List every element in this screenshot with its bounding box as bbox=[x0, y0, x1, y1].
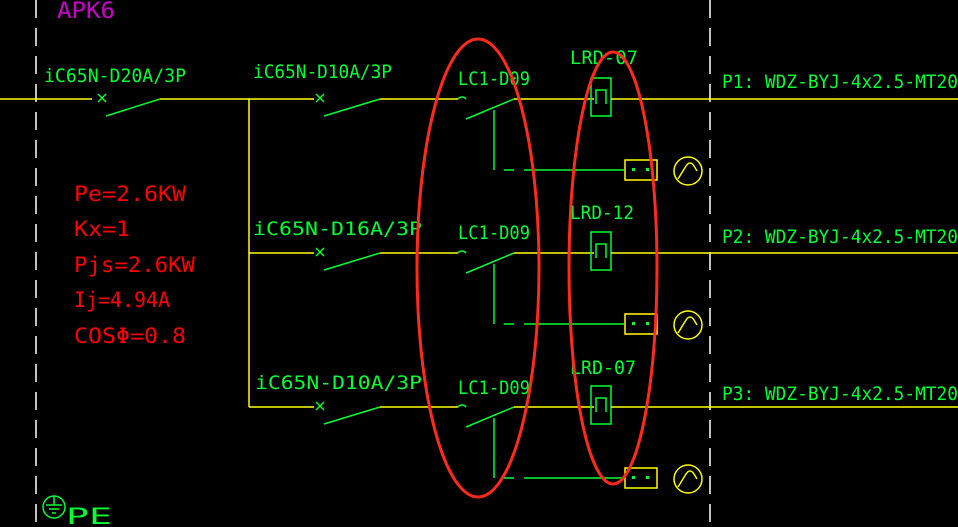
circuit-breaker-label: iC65N-D10A/3P bbox=[253, 61, 392, 83]
control-branch-line bbox=[493, 110, 625, 171]
overload-relay-heater bbox=[595, 243, 607, 258]
contactor-label: LC1-D09 bbox=[458, 222, 530, 244]
summary-pe: Pe=2.6KW bbox=[74, 182, 186, 206]
overload-relay-aux-contact-icon bbox=[624, 313, 658, 335]
control-branch-line bbox=[493, 418, 625, 479]
circuit-row: iC65N-D10A/3P LC1-D09 LRD-07 P1: WDZ-BYJ… bbox=[249, 47, 958, 186]
contactor-symbol bbox=[457, 404, 515, 428]
contactor-symbol bbox=[457, 250, 515, 274]
circuit-breaker-label: iC65N-D10A/3P bbox=[255, 372, 422, 394]
relay-label: LRD-12 bbox=[570, 202, 634, 224]
relay-label: LRD-07 bbox=[570, 357, 636, 379]
main-breaker-contact bbox=[97, 93, 161, 117]
branch-breaker-contact bbox=[315, 93, 381, 117]
pe-label: PE bbox=[66, 505, 112, 527]
circuit-breaker-label: iC65N-D16A/3P bbox=[253, 218, 422, 240]
motor-symbol-icon bbox=[673, 464, 703, 494]
branch-breaker-contact bbox=[315, 247, 381, 271]
overload-relay-heater bbox=[595, 397, 607, 412]
circuit-row: iC65N-D16A/3P LC1-D09 LRD-12 P2: WDZ-BYJ… bbox=[249, 202, 958, 340]
earth-ground-icon bbox=[42, 495, 66, 519]
contactor-symbol bbox=[457, 96, 515, 120]
overload-relay-aux-contact-icon bbox=[624, 159, 658, 181]
frame-lines bbox=[35, 0, 711, 527]
cable-label: P2: WDZ-BYJ-4x2.5-MT20 bbox=[722, 226, 958, 248]
circuit-row: iC65N-D10A/3P LC1-D09 LRD-07 P3: WDZ-BYJ… bbox=[249, 357, 958, 494]
main-breaker-label: iC65N-D20A/3P bbox=[44, 65, 186, 87]
panel-name: APK6 bbox=[57, 0, 115, 24]
summary-pjs: Pjs=2.6KW bbox=[74, 253, 195, 277]
overload-relay-element bbox=[590, 77, 612, 117]
contactor-label: LC1-D09 bbox=[458, 68, 530, 90]
relay-highlight-ellipse bbox=[567, 50, 659, 486]
main-breaker: iC65N-D20A/3P bbox=[0, 65, 250, 117]
cable-label: P1: WDZ-BYJ-4x2.5-MT20 bbox=[722, 71, 958, 93]
summary-cos: COSΦ=0.8 bbox=[74, 324, 186, 348]
contactor-highlight-ellipse bbox=[415, 37, 541, 499]
pe-terminal: PE bbox=[42, 495, 112, 527]
summary-kx: Kx=1 bbox=[74, 217, 130, 241]
branch-breaker-contact bbox=[315, 401, 381, 425]
control-branch-line bbox=[493, 264, 625, 325]
motor-symbol-icon bbox=[673, 310, 703, 340]
overload-relay-element bbox=[590, 231, 612, 271]
load-summary: Pe=2.6KW Kx=1 Pjs=2.6KW Ij=4.94A COSΦ=0.… bbox=[74, 182, 195, 348]
motor-symbol-icon bbox=[673, 156, 703, 186]
overload-relay-element bbox=[590, 385, 612, 425]
contactor-label: LC1-D09 bbox=[458, 377, 530, 399]
summary-ij: Ij=4.94A bbox=[74, 288, 170, 312]
overload-relay-heater bbox=[595, 89, 607, 104]
cable-label: P3: WDZ-BYJ-4x2.5-MT20 bbox=[722, 383, 958, 405]
annotation-ellipses bbox=[415, 37, 659, 499]
